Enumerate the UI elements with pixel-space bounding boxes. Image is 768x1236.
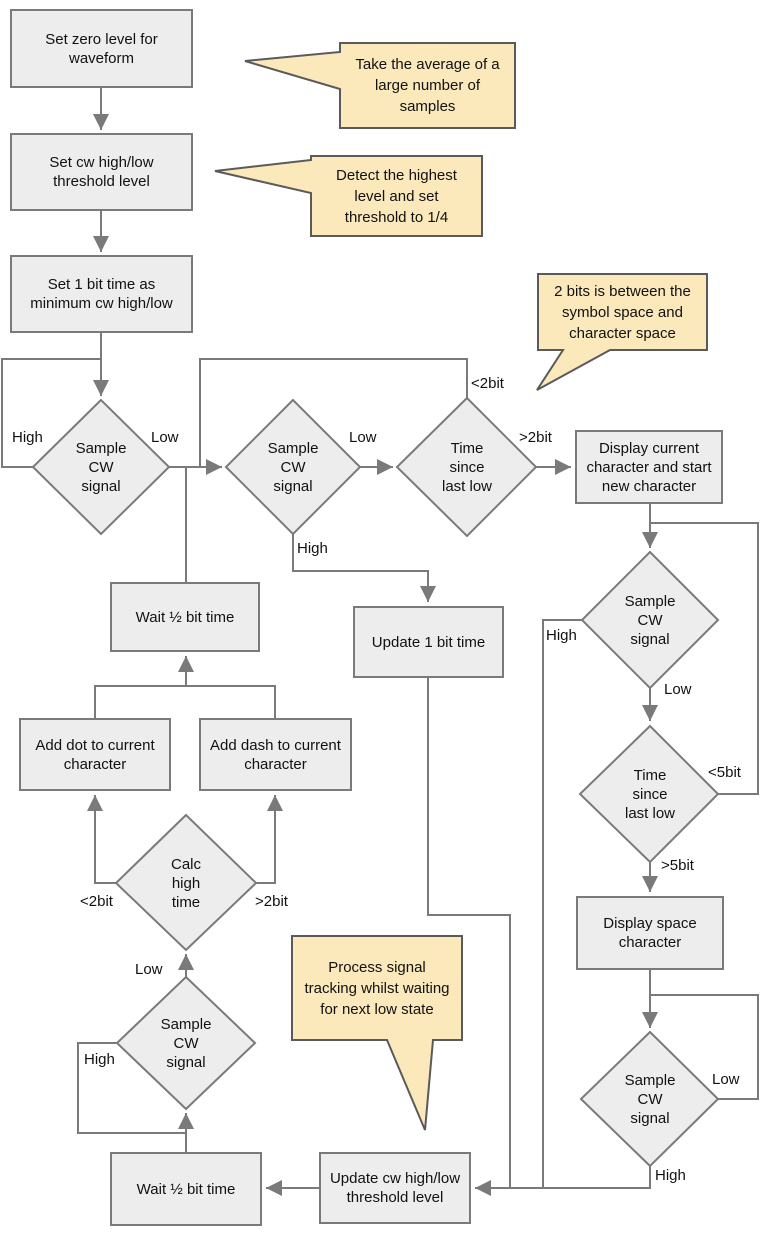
decision-shapes <box>31 396 720 1168</box>
edge-label-time1-lt2bit: <2bit <box>471 375 504 392</box>
process-display-current-character: Display current character and start new … <box>575 430 723 504</box>
connector-group <box>1 88 759 1196</box>
decision-sample-cw-2-shape <box>224 398 362 536</box>
edge-label-sample2-high: High <box>297 540 328 557</box>
decision-sample-cw-1-shape <box>31 398 171 536</box>
edge-sample2-high-to-updatebittime <box>292 534 436 602</box>
edge-label-sample5-high: High <box>655 1167 686 1184</box>
callout-take-average-shape <box>244 42 516 129</box>
decision-sample-cw-4-shape <box>115 975 257 1111</box>
edge-updatebittime-down <box>427 678 511 1188</box>
edge-sample5-high-to-updatethreshold <box>475 1166 651 1196</box>
process-add-dot: Add dot to current character <box>19 718 171 791</box>
callout-detect-highest-shape <box>214 155 483 237</box>
edge-label-calc-gt2bit: >2bit <box>255 893 288 910</box>
edge-label-time1-gt2bit: >2bit <box>519 429 552 446</box>
edge-time2-lt5bit-loop <box>650 522 759 795</box>
edge-label-sample1-high: High <box>12 429 43 446</box>
decision-sample-cw-5-shape <box>579 1030 720 1168</box>
process-set-cw-threshold: Set cw high/low threshold level <box>10 133 193 211</box>
edge-sample4-high-loop <box>77 1042 186 1134</box>
process-update-cw-threshold: Update cw high/low threshold level <box>319 1152 471 1224</box>
process-wait-half-bit-top: Wait ½ bit time <box>110 582 260 652</box>
decision-calc-high-time-shape <box>114 813 258 952</box>
edge-label-sample4-high: High <box>84 1051 115 1068</box>
process-set-zero-level: Set zero level for waveform <box>10 9 193 88</box>
edge-label-time2-gt5bit: >5bit <box>661 857 694 874</box>
callout-process-tracking-shape <box>291 935 463 1131</box>
process-update-1-bit-time: Update 1 bit time <box>353 606 504 678</box>
process-display-space-character: Display space character <box>576 896 724 970</box>
edge-label-sample5-low: Low <box>712 1071 740 1088</box>
decision-time-since-low-2-shape <box>578 724 720 864</box>
callout-shapes <box>214 42 708 1131</box>
decision-sample-cw-3-shape <box>580 550 720 690</box>
edge-label-sample3-high: High <box>546 627 577 644</box>
edge-label-calc-lt2bit: <2bit <box>80 893 113 910</box>
edge-sample1-high-loop <box>1 358 101 468</box>
edge-label-sample3-low: Low <box>664 681 692 698</box>
edge-sample5-low-loop <box>650 994 759 1100</box>
decision-time-since-low-1-shape <box>395 396 538 538</box>
process-wait-half-bit-bottom: Wait ½ bit time <box>110 1152 262 1226</box>
edge-sample3-high-down <box>542 619 582 1188</box>
edge-label-sample4-low: Low <box>135 961 163 978</box>
callout-two-bits-shape <box>536 273 708 391</box>
edge-time1-lt2bit-loop <box>199 358 468 467</box>
edge-label-sample2-low: Low <box>349 429 377 446</box>
edge-adddot-up-join <box>94 685 186 718</box>
edge-adddash-up-join <box>186 685 276 718</box>
process-set-1-bit-time: Set 1 bit time as minimum cw high/low <box>10 255 193 333</box>
edge-calc-gt2bit-to-adddash <box>256 795 283 884</box>
edge-label-sample1-low: Low <box>151 429 179 446</box>
edge-label-time2-lt5bit: <5bit <box>708 764 741 781</box>
process-add-dash: Add dash to current character <box>199 718 352 791</box>
edge-calc-lt2bit-to-adddot <box>87 795 116 884</box>
